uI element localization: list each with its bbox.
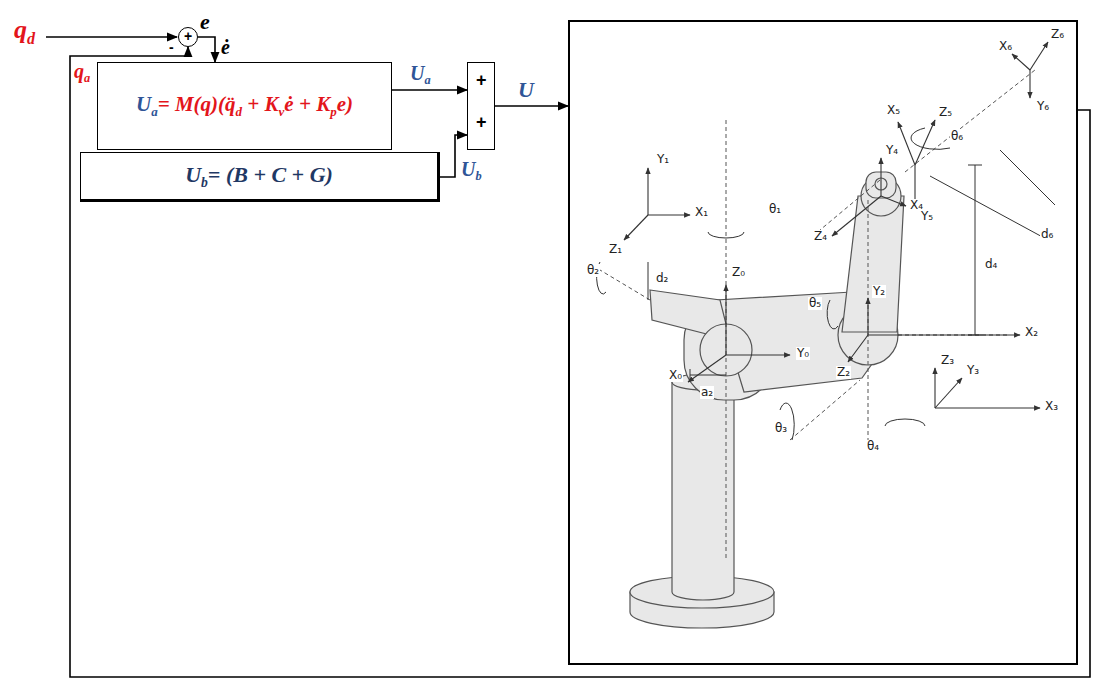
rotation-arcs [597,128,950,440]
frame-label: X₀ [668,369,683,382]
frame-label: Y₅ [920,210,934,223]
formula-part: p [330,104,337,119]
compensation-box: Ub= (B + C + G) [80,152,440,202]
label-group: qd [14,16,35,47]
sign-text: - [169,40,174,54]
signal-connector [198,37,215,62]
formula-part: d [236,104,243,119]
frame-label: X₆ [998,40,1013,53]
label-group: U [518,78,534,102]
frame-label: d₄ [984,258,998,271]
signal-label: U [410,62,424,84]
frame-label: Z₅ [938,106,953,119]
frame-label: Z₀ [731,266,746,279]
robot-body [630,172,904,628]
frame-label: Y₀ [796,347,810,360]
frame-label: X₂ [1024,326,1039,339]
formula-part: U [136,92,151,116]
formula-part: v [279,104,285,119]
error-label: e [200,9,210,34]
summing-junction: +- [178,27,198,47]
signal-connector [495,105,568,107]
frame-label: θ₁ [768,203,782,216]
formula-part: + K [242,92,278,116]
formula-part: ė + K [284,92,330,116]
controller-box: Ua= M(q)(q̈d + Kvė + Kpe) [97,62,392,150]
frame-label: Z₁ [608,243,623,256]
signal-label: U [461,158,475,180]
signal-label: d [27,30,35,47]
frame-label: θ₂ [586,264,600,277]
frame-label: θ₃ [774,422,788,435]
dimension-lines [648,150,1055,381]
label-group: e [200,10,210,34]
signal-connector [392,89,467,91]
signal-label: q [14,15,27,44]
frame-label: Y₄ [885,144,899,157]
input-line [46,36,177,38]
label-group: ė [221,36,230,58]
frame-label: Y₃ [966,364,980,377]
formula-line: Ua= M(q)(q̈d + Kvė + Kpe) [136,92,353,120]
formula-part: b [201,174,208,189]
signal-label: b [475,169,481,183]
frame-label: Y₂ [872,285,886,298]
signal-label: U [518,77,534,102]
frame-label: θ₄ [866,440,880,453]
frame-label: Y₆ [1036,100,1050,113]
frame-label: Z₄ [813,230,828,243]
frame-label: X₁ [694,206,709,219]
frame-label: X₅ [886,104,901,117]
label-group: Ua [410,62,431,88]
signal-connector [70,47,1090,677]
formula-part: = (B + C + G) [208,162,333,187]
robot-plant-box: Y₁ X₁ Z₁ θ₂ d₂ θ₁ Z₀ X₀ Y₀ a₂ θ₃ Y₂ X₂ Z₂ Z₃ Y₃ X₃ θ₄ θ₅ Z₄… [568,20,1078,665]
frame-label: Z₂ [836,366,851,379]
error-rate-label: ė [221,36,230,58]
frame-label: d₂ [655,272,669,285]
formula-part: U [185,162,201,187]
frame-label: Z₃ [940,354,955,367]
signal-label: a [84,71,90,85]
formula-part: e) [337,92,353,116]
formula-part: a [151,104,158,119]
joint-axes [600,70,1035,560]
coordinate-frames [624,42,1048,408]
frame-label: X₃ [1044,400,1059,413]
frame-label: Z₆ [1050,28,1065,41]
label-group: Ub [461,158,482,184]
sign-text: + [476,113,487,131]
frame-label: Y₁ [656,153,670,166]
sign-text: + [476,71,487,89]
frame-label: θ₆ [950,130,964,143]
sign-text: + [184,29,192,43]
frame-label: θ₅ [808,297,822,310]
adder-box: ++ [467,62,495,150]
signal-label: a [424,73,430,87]
formula-line: Ub= (B + C + G) [185,162,333,191]
label-group: qa [74,60,90,86]
frame-label: d₆ [1040,228,1054,241]
formula-part: = M(q)(q̈ [158,92,236,116]
signal-label: q [74,60,84,82]
frame-label: a₂ [700,386,714,399]
